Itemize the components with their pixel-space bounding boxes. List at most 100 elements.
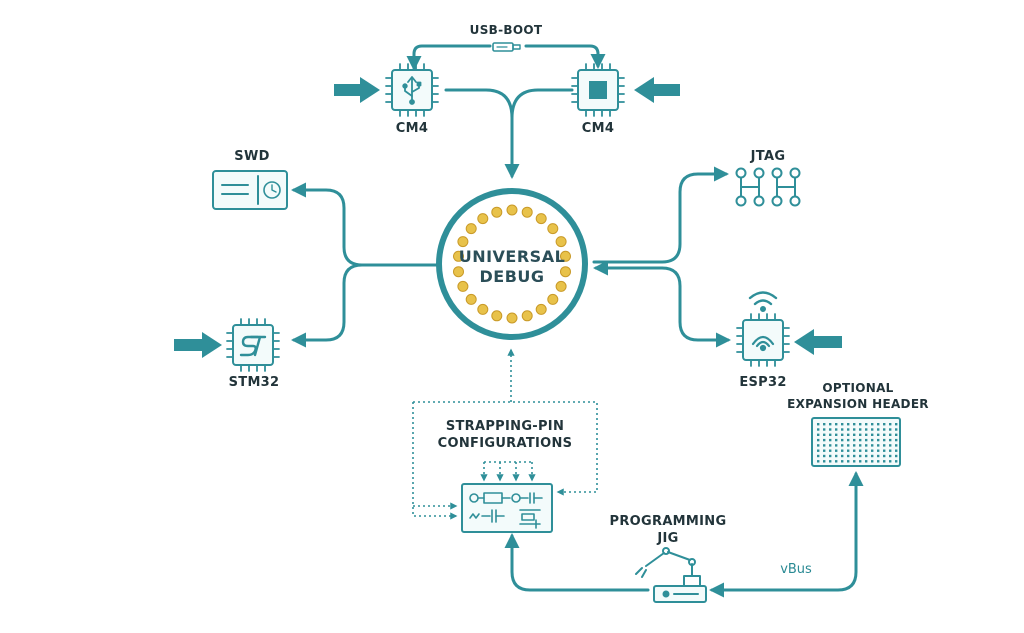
header-pin [847,423,850,426]
header-pin [817,423,820,426]
header-pin [835,428,838,431]
jtag-label: JTAG [750,149,786,164]
header-pin [865,454,868,458]
expansion-label-line2: EXPANSION HEADER [787,397,929,411]
header-pin [871,433,874,436]
chip-icon [589,81,607,99]
header-pin [835,438,838,442]
jig-label-line2: JIG [656,531,678,546]
hub-pin-dot [491,310,503,322]
robot-arm-icon [635,547,707,603]
header-pin [877,433,880,436]
header-pin [883,433,886,436]
header-pin [859,438,862,442]
header-pin [859,423,862,426]
header-pin [865,423,868,426]
hub-pin-dot [547,223,559,235]
vbus-label: vBus [780,562,812,577]
header-pin [829,444,832,447]
header-pin [865,433,868,436]
circuit-board-icon [461,483,553,533]
vbus-line [709,471,864,598]
header-pin [895,423,898,426]
header-pin [895,438,898,442]
header-pin [847,433,850,436]
hub-pin-dot [453,266,464,278]
header-pin [889,460,892,463]
header-pin [847,454,850,458]
header-pin [883,428,886,431]
header-pin [835,454,838,458]
header-pin [877,444,880,447]
hub-pin-dot [555,280,567,292]
header-pin [859,460,862,463]
header-pin [853,428,856,431]
header-pin [841,423,844,426]
esp32-label: ESP32 [739,375,786,390]
header-pin [871,428,874,431]
header-pin [835,449,838,452]
header-pin [877,454,880,458]
header-pin [871,438,874,442]
header-pin [853,438,856,442]
hub-to-jtag [592,166,729,264]
header-pin [889,438,892,442]
header-pin [847,460,850,463]
hub-pin-dot [521,206,533,218]
header-pin [871,460,874,463]
header-pin [865,460,868,463]
header-pin [835,444,838,447]
header-pin [847,449,850,452]
header-pin [889,433,892,436]
header-pin [877,428,880,431]
hub-pin-dot [491,206,503,218]
header-pin [883,449,886,452]
hub-to-stm32 [291,263,364,348]
input-arrow-esp32 [794,329,842,355]
hub-label-line2: DEBUG [479,267,544,286]
hub-pin-dot [506,312,518,324]
hub-pin-dot [547,293,559,305]
hub-pin-dot [521,310,533,322]
hub-pin-dot [457,236,469,248]
hub-pin-dot [477,303,489,315]
header-pin [823,460,826,463]
header-pin [853,433,856,436]
header-pin [877,460,880,463]
header-pin [865,428,868,431]
header-pin [829,438,832,442]
swd-board-icon [212,170,288,210]
hub-pin-dot [477,213,489,225]
header-pin [829,449,832,452]
hub-pin-dot [555,236,567,248]
hub-pin-dot [506,204,518,216]
header-pin [841,454,844,458]
strapping-right-bracket [413,401,598,496]
header-pin [889,444,892,447]
jig-to-board [504,533,650,592]
header-pin [889,428,892,431]
header-pin [895,460,898,463]
strapping-label-line1: STRAPPING-PIN [446,419,564,434]
universal-debug-hub: UNIVERSAL DEBUG [436,188,588,340]
header-pin [829,433,832,436]
header-pin [859,449,862,452]
header-pin [853,423,856,426]
expansion-label-line1: OPTIONAL [822,381,893,395]
header-pin [883,444,886,447]
header-pin [829,460,832,463]
usb-boot-link-left [406,44,492,71]
header-pin [889,449,892,452]
header-pin [889,454,892,458]
header-pin [841,449,844,452]
header-pin [841,428,844,431]
hub-pin-dot [560,250,571,262]
header-pin [823,454,826,458]
header-pin [871,423,874,426]
header-pin-grid [817,423,898,463]
hub-pin-dot [535,213,547,225]
swd-label: SWD [234,149,269,164]
input-arrow-stm32 [174,332,222,358]
wifi-icon [748,291,778,313]
